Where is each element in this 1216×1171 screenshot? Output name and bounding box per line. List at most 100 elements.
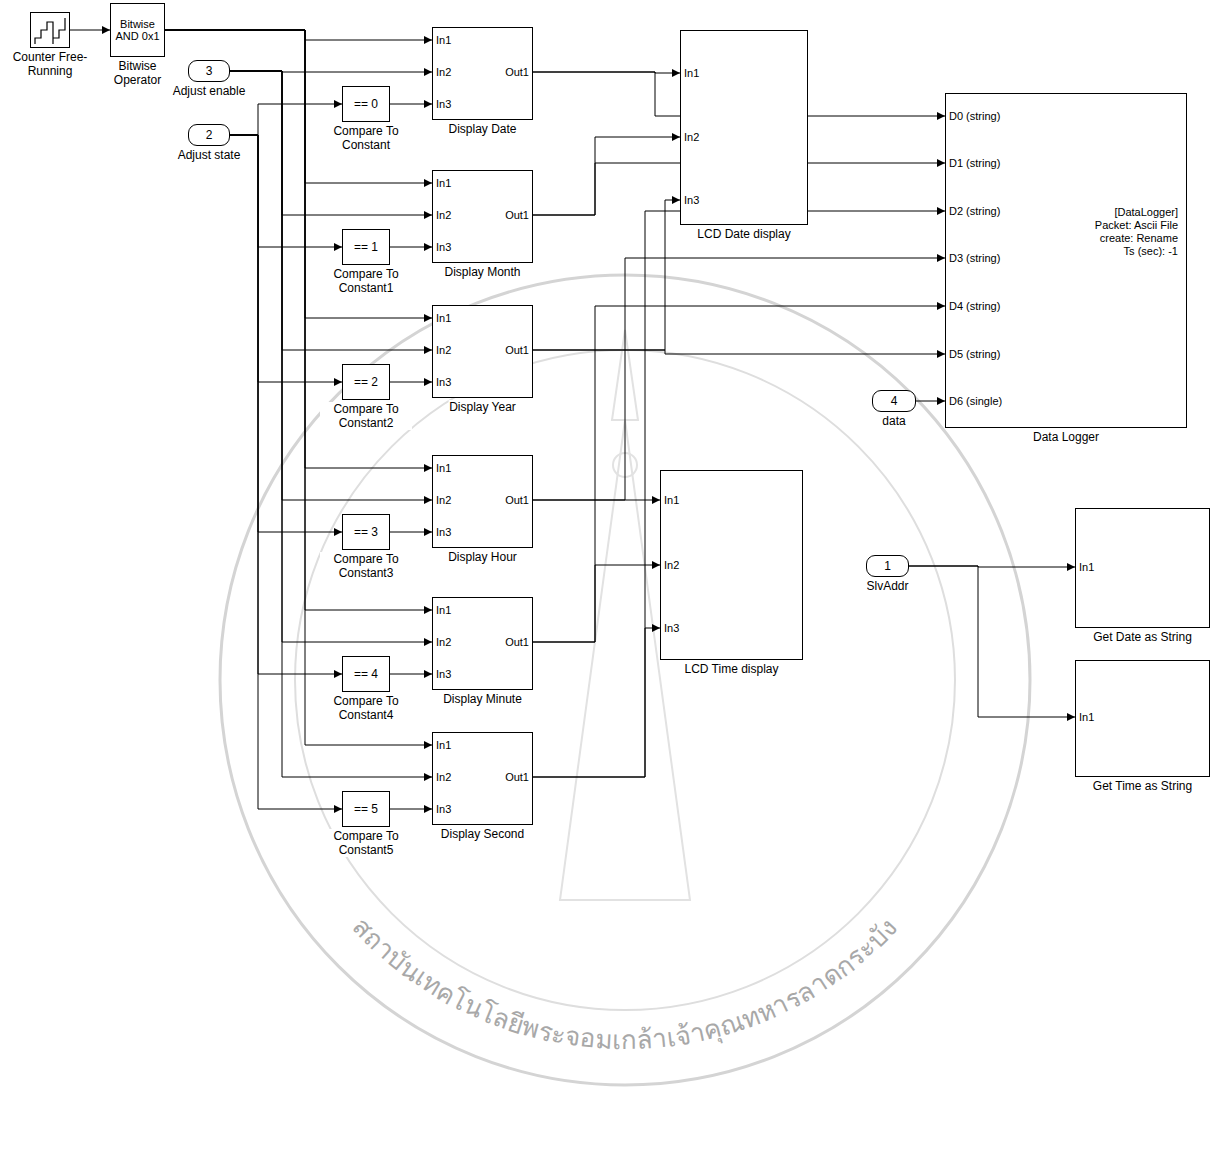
port-label: In3: [436, 97, 451, 111]
block-name: Display Month: [443, 265, 521, 279]
signal-line: [230, 71, 432, 642]
inport-port: 3Adjust enable: [188, 60, 230, 82]
port-label: D4 (string): [949, 299, 1000, 313]
block-name: Display Hour: [447, 550, 518, 564]
signal-line: [230, 71, 432, 777]
counter-block: Counter Free-Running: [30, 12, 70, 48]
watermark-text: สถาบันเทคโนโลยีพระจอมเกล้าเจ้าคุณทหารลาด…: [347, 912, 903, 1056]
block-text: 4: [873, 394, 915, 408]
block-name: Adjust state: [177, 148, 242, 162]
signal-line: [165, 30, 432, 183]
port-label: In3: [436, 240, 451, 254]
subsystem-block: In1Get Time as String: [1075, 660, 1210, 777]
port-label: D5 (string): [949, 347, 1000, 361]
signal-line: [230, 135, 342, 532]
subsystem-block: In1In2In3Out1Display Second: [432, 732, 533, 825]
subsystem-block: In1Get Date as String: [1075, 508, 1210, 628]
block-name: Compare To Constant2: [320, 402, 412, 430]
signal-line: [230, 135, 342, 382]
signal-line: [390, 247, 432, 248]
block-name: Bitwise Operator: [106, 59, 170, 87]
lcd-block: In1In2In3LCD Date display: [680, 30, 808, 225]
block-text: == 2: [343, 375, 389, 389]
signal-line: [533, 137, 680, 215]
signal-line: [230, 71, 432, 215]
port-label: In1: [436, 176, 451, 190]
port-label: In1: [1079, 710, 1094, 724]
signal-line: [165, 30, 432, 318]
signal-line: [390, 809, 432, 810]
block-parameters: [DataLogger] Packet: Ascii File create: …: [1090, 206, 1178, 258]
port-label: In1: [436, 603, 451, 617]
block-text: == 1: [343, 240, 389, 254]
port-label: In1: [1079, 560, 1094, 574]
port-label: In1: [664, 493, 679, 507]
block-name: Adjust enable: [172, 84, 247, 98]
signal-line: [165, 30, 432, 610]
subsystem-block: In1In2In3Out1Display Year: [432, 305, 533, 398]
port-label: In1: [436, 311, 451, 325]
port-label: D2 (string): [949, 204, 1000, 218]
block-text: == 0: [343, 97, 389, 111]
signal-line: [533, 565, 660, 642]
data-logger-block: D0 (string) D1 (string) D2 (string) D3 (str…: [945, 93, 1187, 428]
signal-line: [165, 30, 432, 745]
port-label: Out1: [505, 493, 529, 507]
block-name: Counter Free-Running: [4, 50, 96, 78]
port-label: In3: [664, 621, 679, 635]
block-text: 2: [189, 128, 229, 142]
signal-line: [390, 532, 432, 533]
bitwise-block: Bitwise AND 0x1Bitwise Operator: [110, 3, 165, 57]
block-name: Compare To Constant: [320, 124, 412, 152]
port-label: D6 (single): [949, 394, 1002, 408]
port-label: In2: [436, 65, 451, 79]
port-label: In2: [664, 558, 679, 572]
port-label: In3: [684, 193, 699, 207]
inport-port: 2Adjust state: [188, 124, 230, 146]
port-label: In3: [436, 667, 451, 681]
block-text: 3: [189, 64, 229, 78]
signal-line: [390, 104, 432, 105]
port-label: In2: [436, 493, 451, 507]
port-label: In1: [436, 33, 451, 47]
subsystem-block: In1In2In3Out1Display Minute: [432, 597, 533, 690]
block-text: == 5: [343, 802, 389, 816]
counter-icon: [35, 18, 65, 44]
signal-line: [533, 200, 680, 350]
block-text: Bitwise AND 0x1: [111, 18, 164, 42]
compare-block: == 4Compare To Constant4: [342, 656, 390, 692]
compare-block: == 3Compare To Constant3: [342, 514, 390, 550]
block-text: == 4: [343, 667, 389, 681]
compare-block: == 0Compare To Constant: [342, 86, 390, 122]
signal-line: [70, 30, 110, 31]
inport-port: 4data: [872, 390, 916, 412]
block-name: Compare To Constant1: [320, 267, 412, 295]
block-text: == 3: [343, 525, 389, 539]
block-name: Compare To Constant3: [320, 552, 412, 580]
port-label: Out1: [505, 208, 529, 222]
block-name: data: [881, 414, 906, 428]
subsystem-block: In1In2In3Out1Display Date: [432, 27, 533, 120]
port-label: In2: [436, 208, 451, 222]
block-name: Get Date as String: [1092, 630, 1193, 644]
port-label: In1: [436, 461, 451, 475]
block-name: LCD Date display: [696, 227, 791, 241]
port-label: In1: [684, 66, 699, 80]
signal-line: [390, 382, 432, 383]
port-label: D3 (string): [949, 251, 1000, 265]
inport-port: 1SlvAddr: [866, 555, 909, 577]
port-label: In2: [436, 343, 451, 357]
port-label: Out1: [505, 65, 529, 79]
signal-line: [916, 401, 945, 402]
port-label: D1 (string): [949, 156, 1000, 170]
port-label: Out1: [505, 635, 529, 649]
lcd-block: In1In2In3LCD Time display: [660, 470, 803, 660]
port-label: In3: [436, 375, 451, 389]
block-name: Display Date: [447, 122, 517, 136]
block-text: 1: [867, 559, 908, 573]
signal-line: [165, 30, 432, 40]
port-label: D0 (string): [949, 109, 1000, 123]
port-label: In2: [684, 130, 699, 144]
port-label: In2: [436, 635, 451, 649]
port-label: In2: [436, 770, 451, 784]
